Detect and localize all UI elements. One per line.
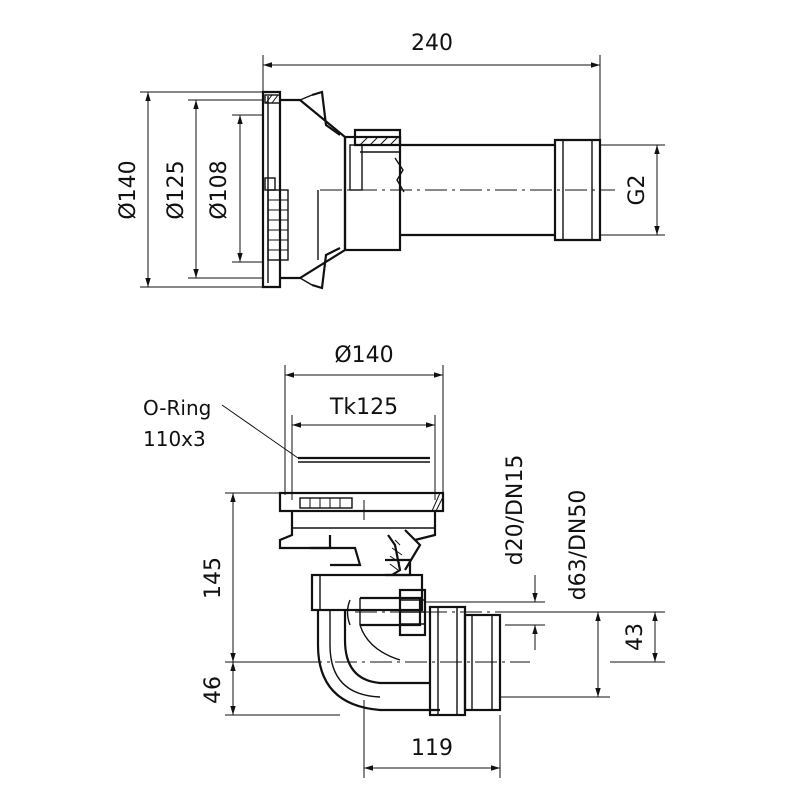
- dimension-bolt-circle: Tk125: [291, 395, 436, 500]
- dimension-height-145: 145: [201, 492, 300, 663]
- dim-label-thread: G2: [625, 174, 650, 205]
- dim-label-bolt-circle: Tk125: [329, 395, 398, 420]
- dimension-offset-43: 43: [610, 611, 665, 663]
- dim-label-dia-flange: Ø140: [334, 343, 393, 368]
- oring-label-line2: 110x3: [143, 427, 206, 451]
- side-view: Ø140 Tk125 O-Ring 110x3: [143, 343, 665, 778]
- dim-label-pipe-large: d63/DN50: [566, 490, 591, 601]
- dimension-dia-140-top: Ø140: [116, 91, 265, 288]
- dim-label-length: 240: [411, 31, 453, 56]
- dim-label-dia-outer: Ø140: [116, 160, 141, 219]
- dimension-dia-125-top: Ø125: [164, 99, 262, 279]
- elbow-side: [310, 573, 440, 712]
- dim-label-height-lower: 46: [201, 676, 226, 704]
- pipe-connector-side: [428, 605, 502, 717]
- dimension-dia-108-top: Ø108: [207, 114, 262, 263]
- dimension-pipe-large: d63/DN50: [500, 490, 610, 698]
- dim-label-dia-mid: Ø125: [164, 160, 189, 219]
- pipe-top: [400, 138, 602, 242]
- dimension-thread-g2: G2: [600, 144, 665, 236]
- oring-label-line1: O-Ring: [143, 396, 211, 420]
- dim-label-offset: 43: [623, 623, 648, 651]
- top-view: 240 Ø140 Ø125 Ø108: [116, 31, 665, 290]
- oring-callout: O-Ring 110x3: [143, 396, 430, 463]
- dimension-height-46: 46: [201, 662, 340, 716]
- dimension-dia-140-side: Ø140: [284, 343, 444, 495]
- dim-label-dia-inner: Ø108: [207, 160, 232, 219]
- dim-label-height: 145: [201, 557, 226, 599]
- dim-label-pipe-small: d20/DN15: [503, 455, 528, 566]
- flange-body-side: [278, 491, 445, 577]
- dimension-length-240: 240: [262, 31, 601, 145]
- dim-label-width: 119: [411, 736, 453, 761]
- dimension-pipe-small: d20/DN15: [425, 455, 545, 650]
- dimension-width-119: 119: [363, 700, 501, 778]
